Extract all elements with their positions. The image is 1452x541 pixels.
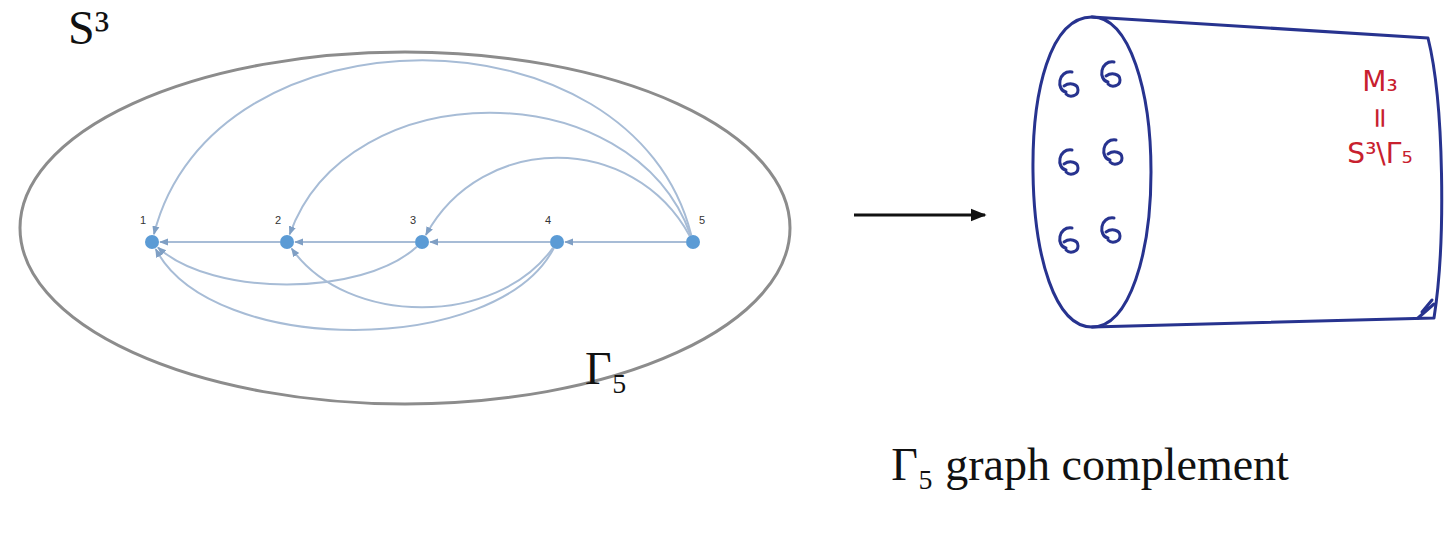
vertex-number: 3 <box>410 214 416 226</box>
graph-edge <box>160 241 280 243</box>
graph-edge <box>565 241 686 243</box>
graph-edge <box>158 247 417 285</box>
cylinder-outline <box>1030 12 1448 334</box>
caption: Γ₅ graph complement <box>790 438 1390 491</box>
graph-edge <box>154 60 691 235</box>
manifold-text: M₃ <box>1362 64 1397 100</box>
manifold-label: M₃ = S³\Γ₅ <box>1330 64 1430 172</box>
graph-edge <box>156 248 554 330</box>
space-label: S³ <box>68 0 109 55</box>
graph-vertex: 1 <box>145 235 159 249</box>
graph-label: Γ₅ <box>585 342 628 395</box>
graph-edge <box>292 248 553 308</box>
vertex-number: 1 <box>140 214 146 226</box>
graph-edge <box>426 158 690 236</box>
ellipse-outline <box>18 50 792 406</box>
graph-vertex: 2 <box>280 235 294 249</box>
graph-edge <box>295 241 415 243</box>
manifold-text: = <box>1362 106 1398 129</box>
vertex-number: 5 <box>699 214 705 226</box>
vertex-number: 2 <box>275 214 281 226</box>
sphere-region: S³Γ₅12345 <box>18 50 792 406</box>
manifold-text: S³\Γ₅ <box>1347 136 1412 172</box>
graph-vertex: 3 <box>415 235 429 249</box>
graph-vertex: 4 <box>550 235 564 249</box>
graph-complement-manifold: M₃ = S³\Γ₅ <box>1030 12 1448 334</box>
graph-edge <box>290 113 691 236</box>
graph-edge <box>430 241 550 243</box>
graph-vertex: 5 <box>686 235 700 249</box>
vertex-number: 4 <box>545 214 551 226</box>
map-arrow <box>854 214 985 217</box>
